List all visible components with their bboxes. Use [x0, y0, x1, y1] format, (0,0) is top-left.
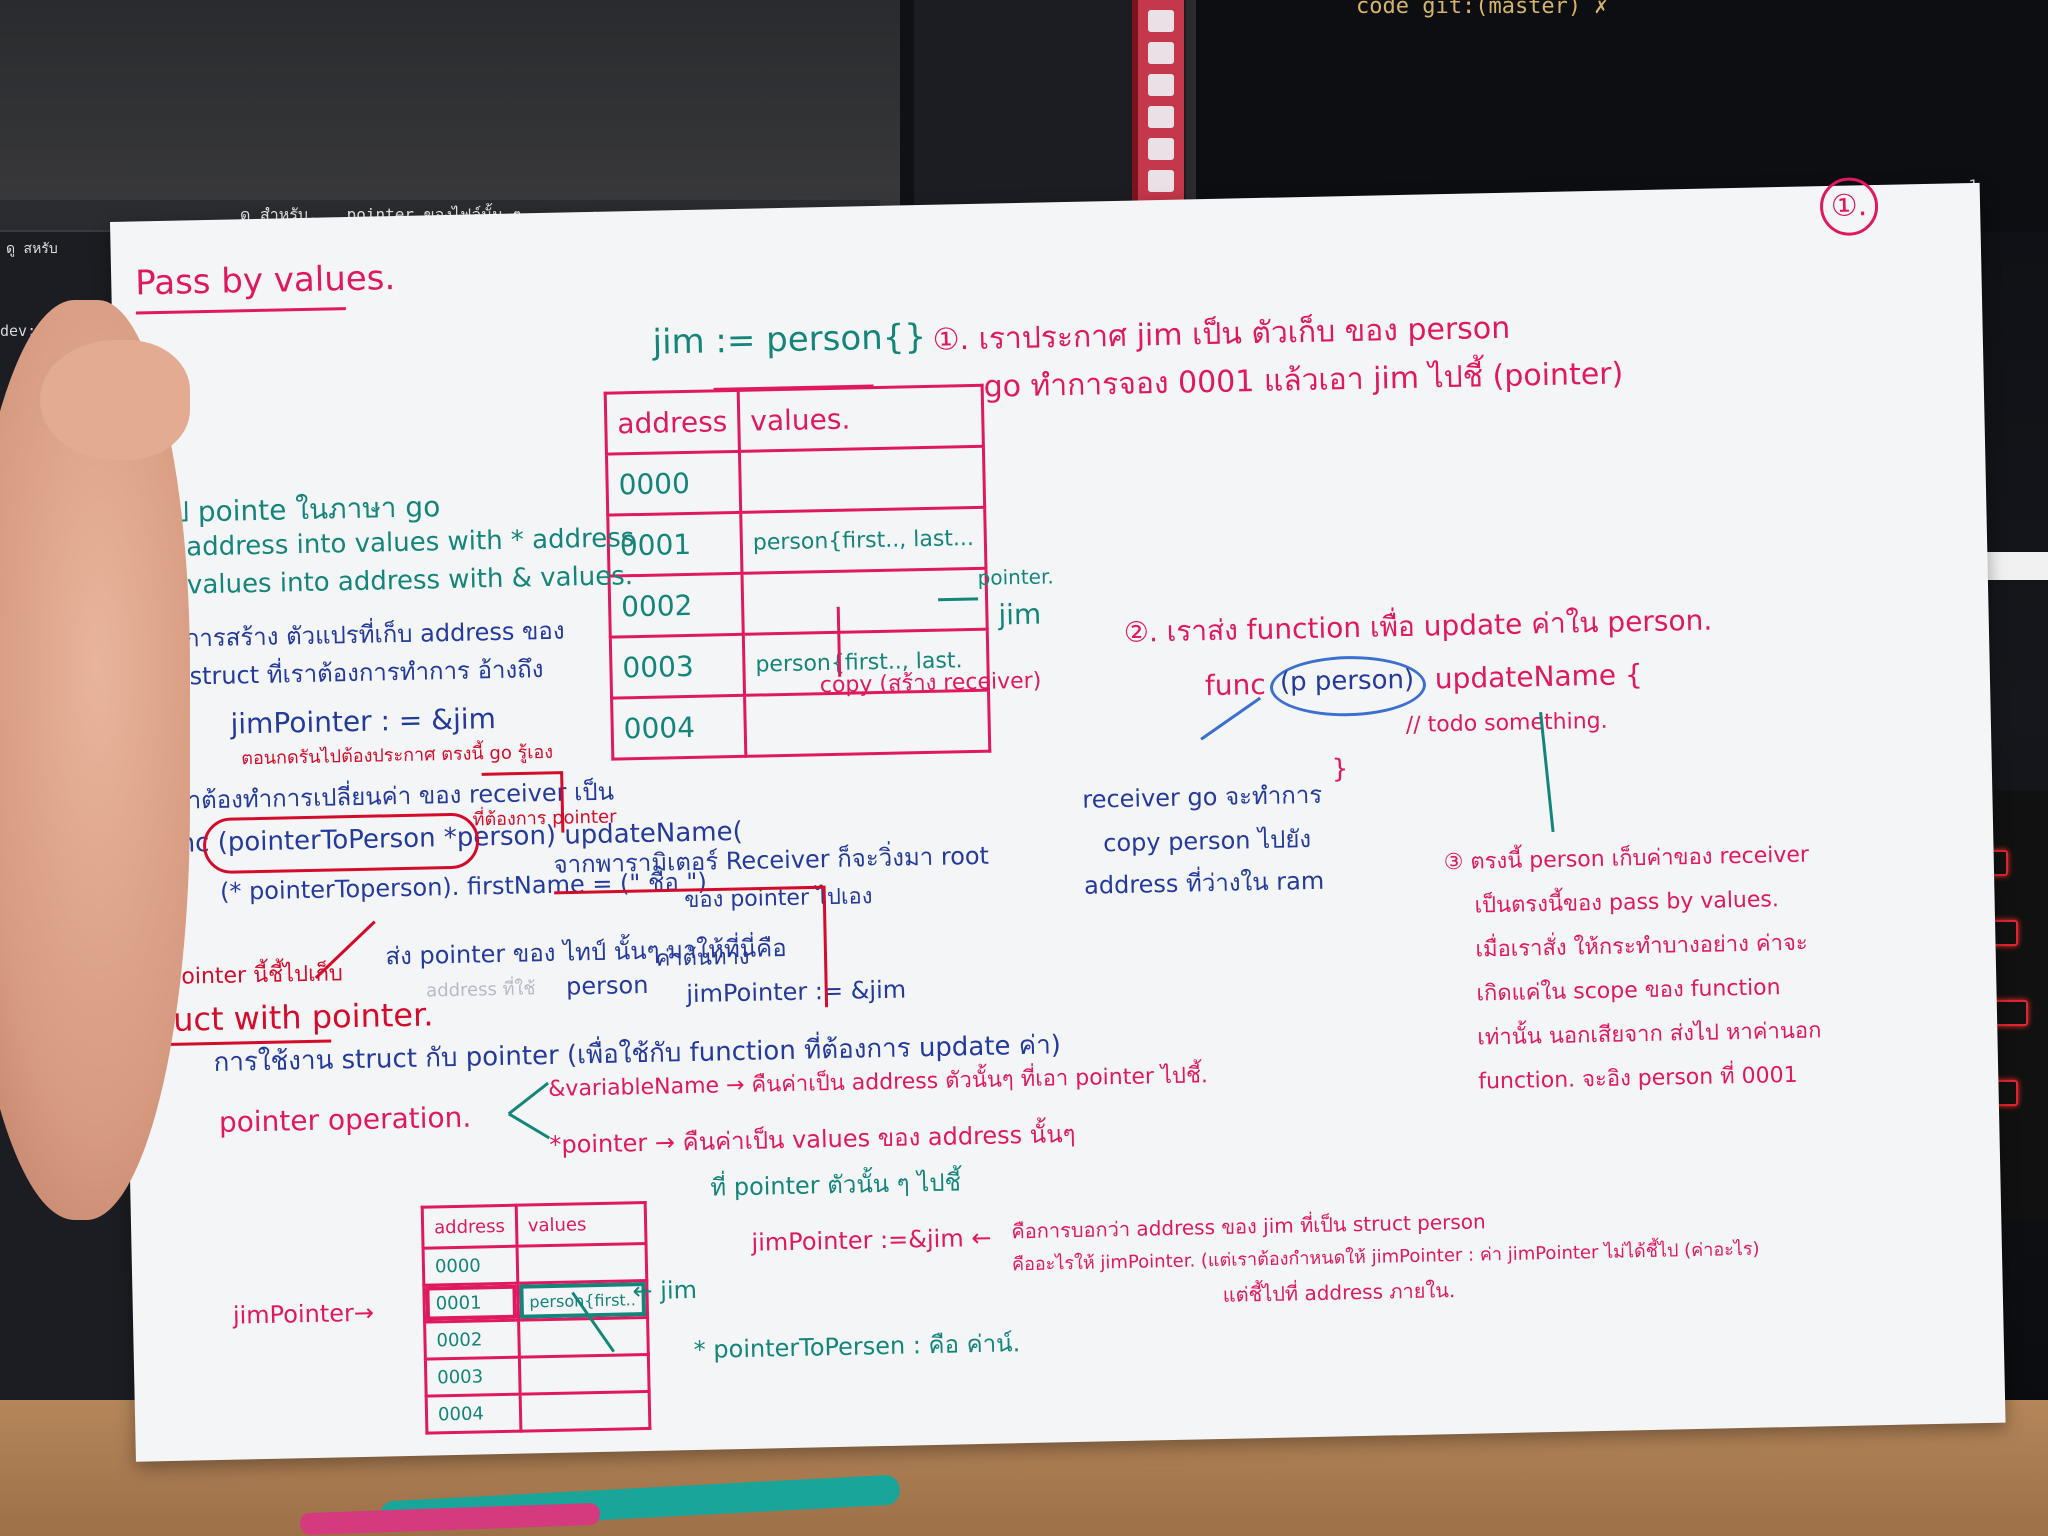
value-cell	[516, 1243, 647, 1284]
address-cell: 0004	[611, 695, 746, 760]
receiver-root-note-2: ของ pointer ไปเอง	[684, 884, 873, 914]
page-title: Pass by values.	[134, 258, 396, 304]
dock-app-icon	[1148, 170, 1174, 192]
right-step-2: ②. เราส่ง function เพื่อ update ค่าใน pe…	[1123, 603, 1713, 649]
table-row: 0002	[609, 568, 988, 638]
right-step-3-2: เป็นตรงนี้ของ pass by values.	[1474, 887, 1780, 919]
address-cell: 0000	[606, 451, 741, 516]
thumb	[40, 340, 190, 460]
operation-branch-arrows	[507, 1081, 551, 1140]
receiver-note-2: copy person ไปยัง	[1102, 824, 1312, 858]
cloud-text: (p person)	[1279, 664, 1415, 698]
explain-3: แต่ชี้ไปที่ address ภายใน.	[1222, 1278, 1456, 1307]
jim-pointer-3: jimPointer :=&jim ←	[751, 1223, 992, 1257]
value-cell	[518, 1317, 649, 1358]
op-2-cont: ที่ pointer ตัวนั้น ๆ ไปชี้	[710, 1168, 962, 1202]
small-jim-label: ← jim	[632, 1275, 698, 1306]
person-label: person	[565, 970, 649, 1001]
header-values: values.	[738, 385, 984, 452]
right-step-3-6: function. จะอิง person ที่ 0001	[1478, 1062, 1798, 1095]
value-cell	[739, 446, 985, 513]
dock-app-icon	[1148, 138, 1174, 160]
update-name: updateName {	[1434, 658, 1644, 696]
table-row: 0000	[606, 446, 985, 516]
func-keyword: func	[1204, 667, 1267, 703]
faint-address: address ที่ใช้	[425, 978, 536, 1002]
right-step-3-1: ③ ตรงนี้ person เก็บค่าของ receiver	[1443, 842, 1810, 876]
jim-pointer-assign: jimPointer : = &jim	[230, 702, 497, 741]
header-address: address	[605, 390, 740, 455]
value-cell	[742, 568, 988, 635]
receiver-pill	[202, 812, 480, 875]
address-cell: 0003	[425, 1357, 520, 1397]
jim-pointer-2: jimPointer := &jim	[686, 975, 907, 1009]
receiver-root-note: จากพารามิเตอร์ Receiver ก็จะวิ่งมา root	[553, 841, 990, 879]
address-cell: 0002	[424, 1320, 520, 1360]
receiver-side-note: ที่ต้องการ pointer	[472, 806, 617, 831]
app-dock	[1132, 0, 1184, 232]
address-cell: 0004	[426, 1394, 521, 1434]
table-row: 0000	[423, 1243, 647, 1286]
dock-app-icon	[1148, 42, 1174, 64]
jim-label: jim	[998, 597, 1042, 632]
small-table-header: address values	[422, 1202, 647, 1249]
right-step-3-3: เมื่อเราสั่ง ให้กระทำบางอย่าง ค่าจะ	[1475, 930, 1808, 963]
receiver-arrow	[1200, 696, 1262, 741]
memory-table-header: address values.	[605, 385, 984, 455]
small-jim-pointer-label: jimPointer→	[232, 1298, 375, 1330]
pointer-label: pointer.	[977, 564, 1054, 590]
dock-app-icon	[1148, 74, 1174, 96]
left-monitor: ดู สำหรับ... pointer ของไฟล์นั้น ๆ + ▢ ▤…	[0, 0, 914, 232]
value-cell: person{first..	[517, 1280, 648, 1321]
address-cell: 0003	[610, 634, 745, 699]
receiver-note-3: address ที่ว่างใน ram	[1083, 866, 1325, 900]
address-cell: 0000	[423, 1246, 518, 1286]
pointer-operation: pointer operation.	[218, 1100, 472, 1139]
small-header-address: address	[422, 1205, 517, 1249]
table-row: 0002	[424, 1317, 649, 1360]
small-header-values: values	[515, 1202, 647, 1247]
value-cell: person{first.., last...	[740, 507, 986, 574]
value-cell	[519, 1354, 650, 1395]
todo-comment: // todo something.	[1405, 708, 1608, 738]
close-brace: }	[1331, 754, 1349, 785]
handwritten-note-paper: Pass by values. ①. jim := person{} ①. เร…	[110, 176, 2006, 1462]
original-value: ค่าต้นทาง	[655, 944, 750, 972]
title-underline	[135, 307, 346, 315]
table-row: 0004	[426, 1391, 651, 1434]
rule-2: Turn values into address with & values.	[123, 561, 634, 602]
jim-declaration: jim := person{}	[652, 316, 927, 363]
page-number: ①.	[1819, 176, 1879, 237]
right-step-3-4: เกิดแค่ใน scope ของ function	[1476, 975, 1781, 1007]
table-row: 0003	[425, 1354, 650, 1397]
value-cell	[519, 1391, 651, 1432]
receiver-note-1: receiver go จะทำการ	[1082, 780, 1323, 814]
op-2: *pointer → คืนค่าเป็น values ของ address…	[549, 1119, 1076, 1159]
right-step-3-5: เท่านั้น นอกเสียจาก ส่งไป หาค่านอก	[1477, 1018, 1822, 1051]
jim-pointer-note: ตอนกดรันไปต้องประกาศ ตรงนี้ go รู้เอง	[241, 741, 554, 770]
table-row: 0004	[611, 690, 990, 760]
dock-app-icon	[1148, 10, 1174, 32]
deref-note: * pointerToPersen : คือ ค่าน์.	[693, 1329, 1021, 1365]
terminal-cmd: ดู สหรับ	[6, 241, 58, 257]
left-step-1-cont: struct ที่เราต้องการทำการ อ้างถึง	[189, 655, 544, 691]
dock-app-icon	[1148, 106, 1174, 128]
terminal-code: code git:(master) ✗	[1356, 0, 1608, 19]
copy-label: copy (สร้าง receiver)	[819, 668, 1042, 699]
address-cell: 0001	[423, 1283, 519, 1323]
